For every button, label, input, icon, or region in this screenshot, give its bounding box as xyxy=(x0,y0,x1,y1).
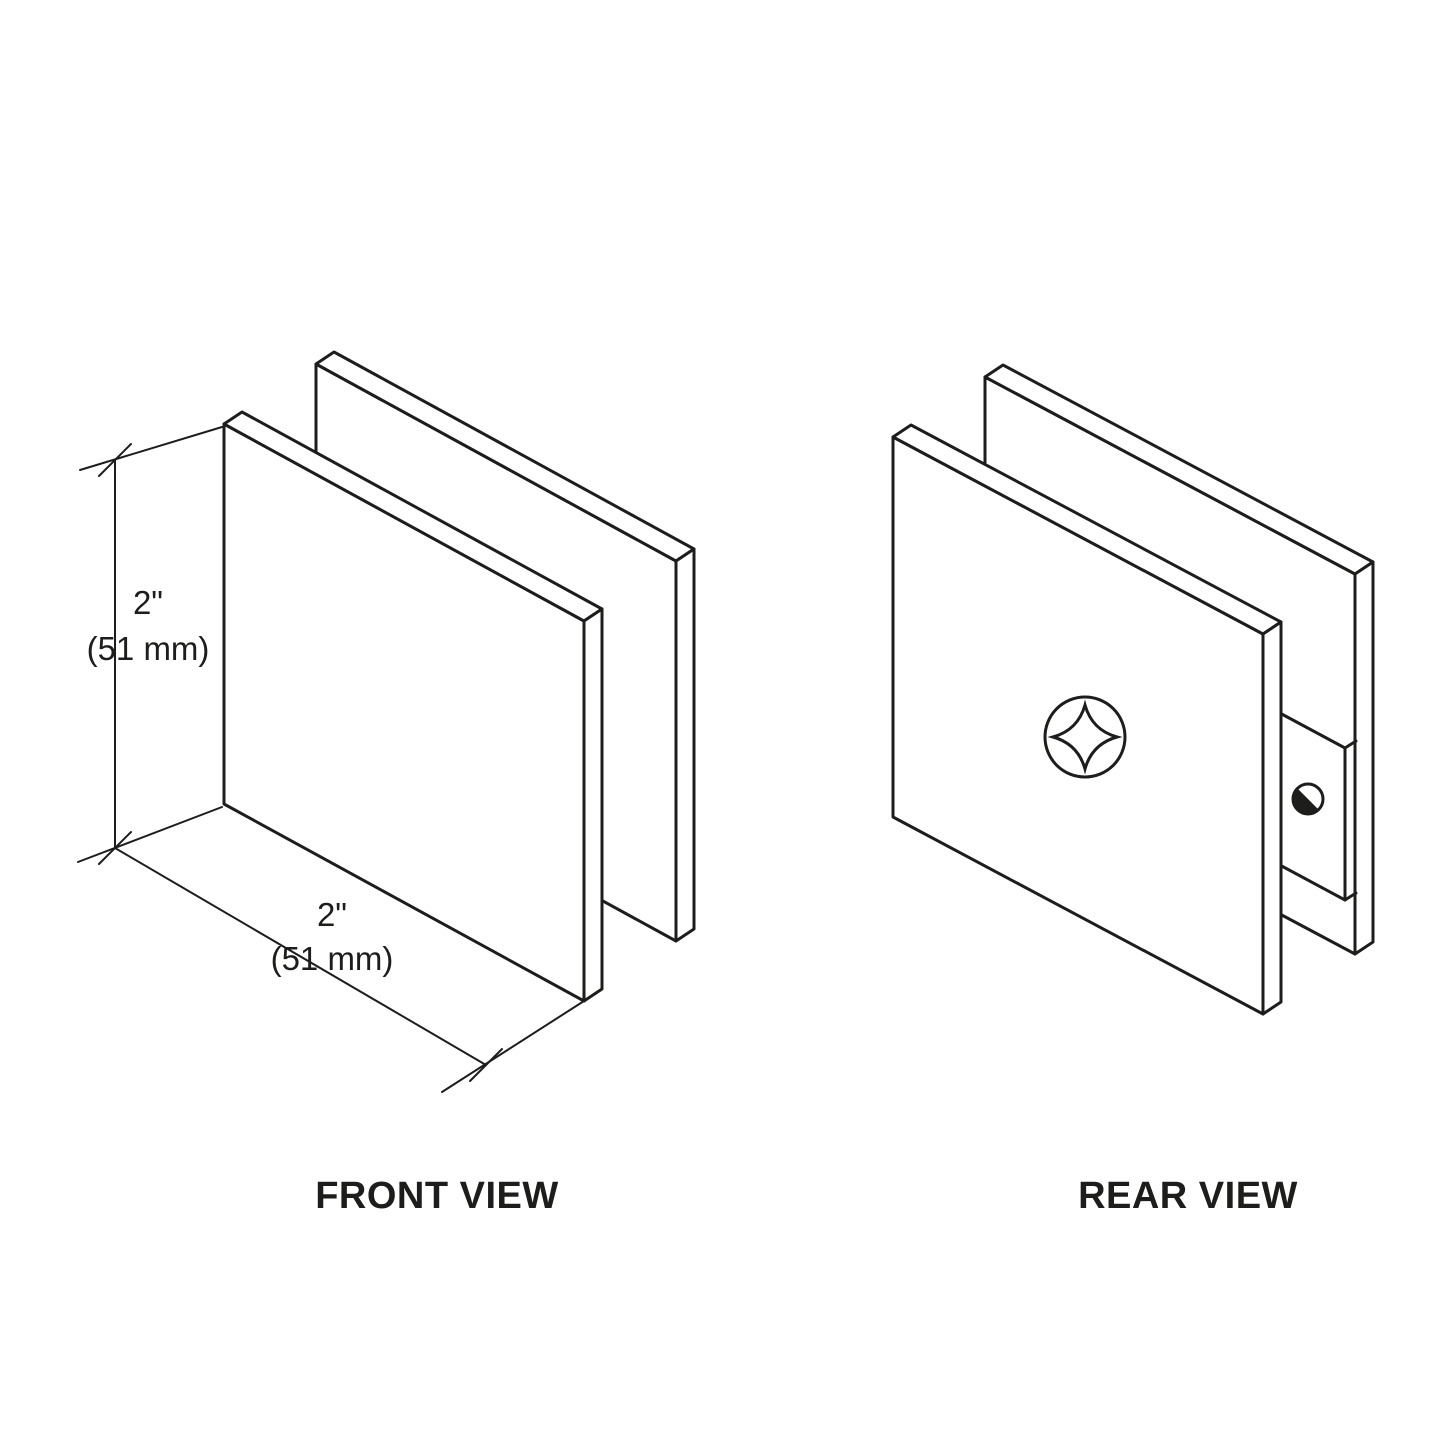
width-dimension-metric: (51 mm) xyxy=(271,940,394,977)
height-tick-top xyxy=(98,443,132,477)
side-tab-connector-bottom xyxy=(1343,891,1358,902)
front-view-drawing: 2" (51 mm) 2" (51 mm) xyxy=(77,350,696,1093)
rear-plate-right-edge xyxy=(674,547,696,943)
width-dimension-value: 2" xyxy=(317,896,347,933)
back-plate-right-edge xyxy=(1353,560,1375,956)
height-extension-line-bottom xyxy=(77,806,223,863)
rear-view-drawing xyxy=(891,363,1375,1016)
width-tick-right xyxy=(469,1048,503,1082)
side-tab-connector-top xyxy=(1343,739,1358,750)
front-view-label: FRONT VIEW xyxy=(315,1175,559,1217)
height-dimension-metric: (51 mm) xyxy=(87,630,210,667)
front-plate-right-edge xyxy=(582,607,604,1003)
rear-view-label: REAR VIEW xyxy=(1078,1175,1298,1217)
screw-head-circle xyxy=(1043,695,1127,779)
side-mounting-hole-shading xyxy=(1293,788,1319,814)
width-dimension-line xyxy=(114,847,487,1066)
rear-view-plate-right-edge xyxy=(1261,620,1283,1016)
side-tab xyxy=(1261,702,1358,902)
screw-cross-recess xyxy=(1047,699,1123,775)
height-dimension: 2" (51 mm) xyxy=(77,426,223,865)
phillips-screw-head-icon xyxy=(1043,695,1127,779)
height-extension-line-top xyxy=(79,426,223,471)
height-dimension-value: 2" xyxy=(133,584,163,621)
width-extension-line-right xyxy=(441,1000,585,1093)
front-view-front-plate xyxy=(222,410,604,1003)
width-dimension: 2" (51 mm) xyxy=(114,847,585,1093)
